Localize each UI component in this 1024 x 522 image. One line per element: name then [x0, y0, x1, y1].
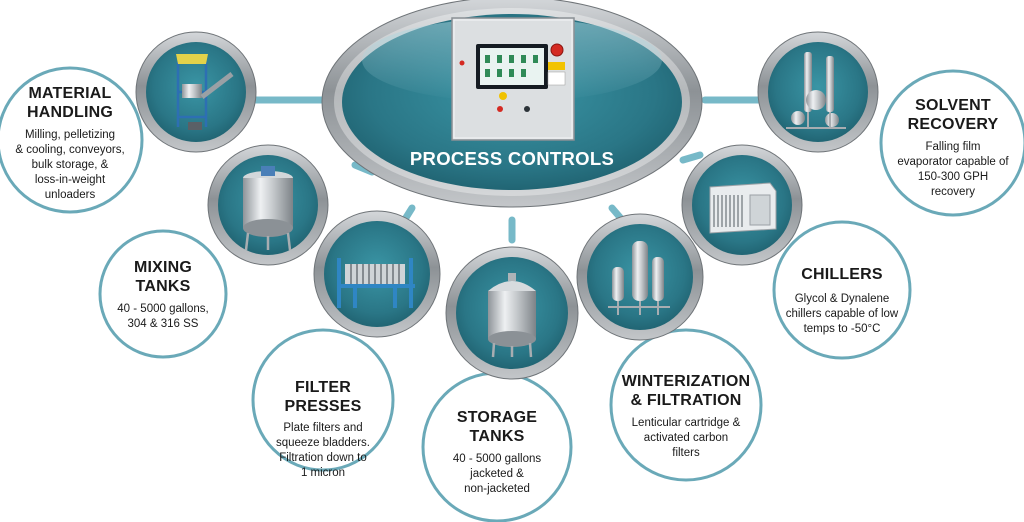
solvent-recovery-desc: Falling film evaporator capable of 150-3… — [897, 141, 1009, 198]
mixing-tanks-desc: 40 - 5000 gallons, 304 & 316 SS — [117, 303, 209, 330]
connectors — [251, 96, 764, 244]
filter-housings-icon — [576, 213, 704, 341]
label-bubbles — [0, 66, 1024, 522]
control-panel-icon — [451, 17, 575, 141]
storage-tank-icon — [445, 246, 579, 380]
label-mixing-tanks: MIXING TANKS 40 - 5000 gallons, 304 & 31… — [103, 258, 223, 332]
mixing-tanks-title: MIXING TANKS — [133, 259, 193, 295]
material-handling-icon — [135, 31, 257, 153]
emergency-stop-icon — [550, 43, 564, 57]
label-material-handling: MATERIAL HANDLING Milling, pelletizing &… — [2, 84, 138, 203]
storage-tanks-desc: 40 - 5000 gallons jacketed & non-jackete… — [452, 453, 542, 495]
label-solvent-recovery: SOLVENT RECOVERY Falling film evaporator… — [885, 96, 1021, 200]
chillers-desc: Glycol & Dynalene chillers capable of lo… — [785, 293, 899, 335]
process-controls-title: PROCESS CONTROLS — [409, 148, 615, 169]
bubble-material — [0, 66, 144, 214]
winterization-title: WINTERIZATION & FILTRATION — [621, 373, 751, 409]
equipment-circles — [135, 31, 879, 380]
filter-presses-desc: Plate filters and squeeze bladders. Filt… — [276, 422, 370, 479]
center-hub — [321, 0, 703, 208]
filter-presses-title: FILTER PRESSES — [284, 379, 362, 415]
evaporator-icon — [757, 31, 879, 153]
solvent-recovery-title: SOLVENT RECOVERY — [907, 97, 999, 133]
label-winterization: WINTERIZATION & FILTRATION Lenticular ca… — [616, 372, 756, 461]
bubble-winter — [609, 328, 763, 482]
filter-press-icon — [313, 210, 441, 338]
label-storage-tanks: STORAGE TANKS 40 - 5000 gallons jacketed… — [437, 408, 557, 497]
label-chillers: CHILLERS Glycol & Dynalene chillers capa… — [776, 265, 908, 337]
connector-chillers — [679, 151, 704, 164]
bubble-chillers — [772, 220, 912, 360]
bubble-mixing — [98, 229, 228, 359]
material-handling-desc: Milling, pelletizing & cooling, conveyor… — [15, 129, 125, 201]
storage-tanks-title: STORAGE TANKS — [456, 409, 538, 445]
chillers-title: CHILLERS — [801, 266, 883, 283]
bubble-solvent — [879, 69, 1024, 217]
label-filter-presses: FILTER PRESSES Plate filters and squeeze… — [255, 378, 391, 481]
winterization-desc: Lenticular cartridge & activated carbon … — [631, 417, 741, 459]
material-handling-title: MATERIAL HANDLING — [26, 85, 114, 121]
mixing-tank-icon — [207, 144, 329, 266]
chiller-icon — [681, 144, 803, 266]
bubble-filter — [251, 328, 395, 472]
